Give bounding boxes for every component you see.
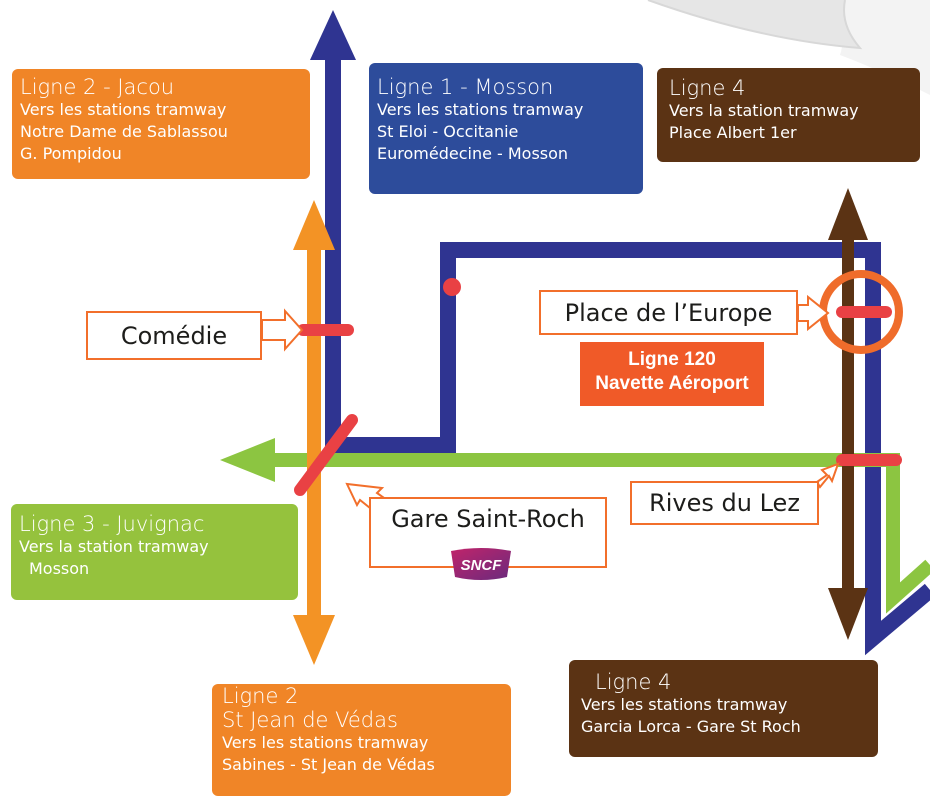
ligne4-north-box: Ligne 4 Vers la station tramway Place Al… (657, 68, 920, 162)
station-label-place-europe: Place de l’Europe (539, 290, 798, 335)
sncf-logo: SNCF (451, 548, 511, 580)
ligne1-mosson-title: Ligne 1 - Mosson (377, 75, 554, 99)
ligne4-arrowhead-north (828, 188, 868, 240)
ligne1-mosson-sub-3: Euromédecine - Mosson (377, 144, 569, 163)
ligne2-jacou-title: Ligne 2 - Jacou (20, 75, 175, 99)
station-label-comedie: Comédie (86, 311, 262, 360)
ligne2-stjean-title: Ligne 2 (222, 684, 299, 708)
navette-aeroport-badge: Ligne 120 Navette Aéroport (580, 342, 764, 406)
ligne2-jacou-box: Ligne 2 - Jacou Vers les stations tramwa… (12, 69, 310, 179)
pointer-rives-du-lez (815, 462, 840, 489)
page-curl-decoration (648, 0, 930, 95)
ligne2-arrowhead-south (293, 615, 335, 665)
pointer-comedie (261, 308, 304, 352)
page-curl-shadow (647, 0, 863, 50)
ligne3-juvignac-sub-2: Mosson (29, 559, 90, 578)
ligne2-jacou-sub-2: Notre Dame de Sablassou (20, 122, 228, 141)
station-marker-gare-saint-roch (294, 414, 358, 496)
ligne1-mosson-box: Ligne 1 - Mosson Vers les stations tramw… (369, 63, 643, 194)
ligne2-stjean-title-2: St Jean de Védas (222, 708, 398, 732)
sncf-logo-text: SNCF (461, 557, 503, 574)
ligne4-north-title: Ligne 4 (669, 76, 746, 100)
station-label-rives-du-lez: Rives du Lez (630, 481, 819, 525)
ligne2-stjean-box: Ligne 2 St Jean de Védas Vers les statio… (212, 684, 511, 796)
ligne4-north-sub-2: Place Albert 1er (669, 123, 797, 142)
ligne3-arrowhead-west (220, 438, 275, 482)
ligne1-mosson-sub-1: Vers les stations tramway (377, 100, 584, 119)
ligne1-mosson-sub-2: St Eloi - Occitanie (377, 122, 519, 141)
ligne4-south-box: Ligne 4 Vers les stations tramway Garcia… (569, 660, 878, 757)
ligne2-stjean-sub-1: Vers les stations tramway (222, 733, 429, 752)
navette-label: Navette Aéroport (595, 373, 749, 394)
ligne4-south-sub-2: Garcia Lorca - Gare St Roch (581, 717, 801, 736)
station-marker-ligne1-bend (443, 278, 461, 296)
ligne2-stjean-sub-2: Sabines - St Jean de Védas (222, 755, 435, 774)
ligne3-juvignac-title: Ligne 3 - Juvignac (19, 512, 205, 536)
pointer-place-europe (797, 294, 830, 332)
ligne2-jacou-sub-1: Vers les stations tramway (20, 100, 227, 119)
ligne4-south-sub-1: Vers les stations tramway (581, 695, 788, 714)
ligne4-north-sub-1: Vers la station tramway (669, 101, 859, 120)
ligne1-arrowhead-north (310, 10, 356, 60)
ligne2-arrowhead-north (293, 200, 335, 250)
ligne2-jacou-sub-3: G. Pompidou (20, 144, 122, 163)
navette-line: Ligne 120 (628, 349, 716, 370)
ligne3-track (265, 453, 930, 614)
ligne3-juvignac-sub-1: Vers la station tramway (19, 537, 209, 556)
ligne3-juvignac-box: Ligne 3 - Juvignac Vers la station tramw… (11, 504, 298, 600)
ligne4-south-title: Ligne 4 (595, 670, 672, 694)
ligne4-arrowhead-south (828, 588, 868, 640)
